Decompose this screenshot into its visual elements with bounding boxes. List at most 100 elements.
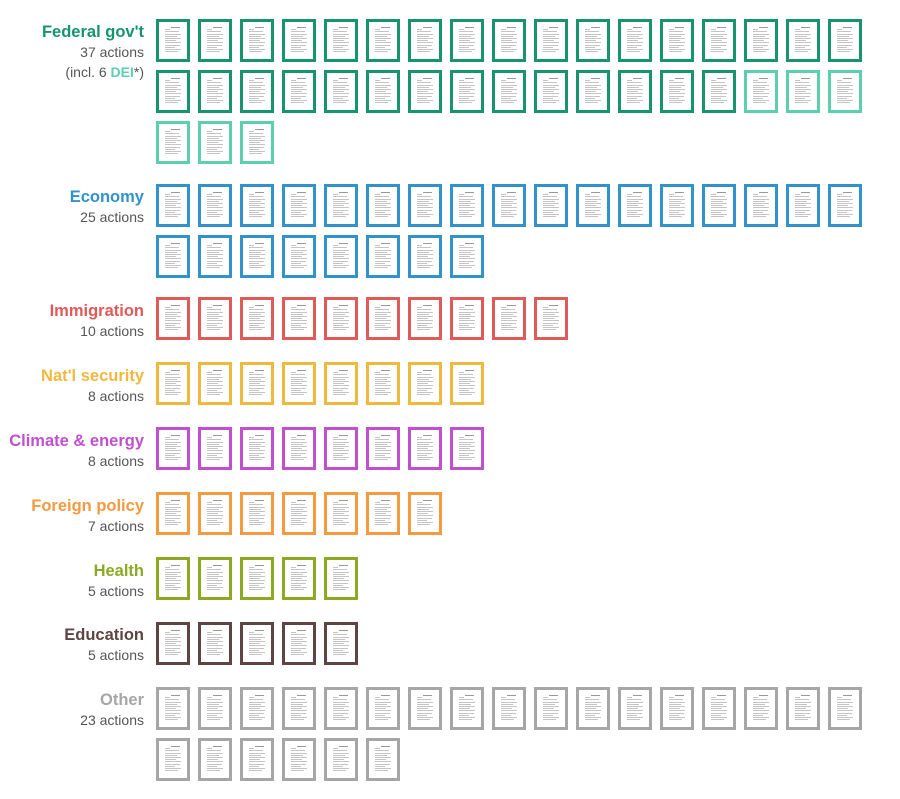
document-icon (828, 184, 862, 227)
document-icon (240, 557, 274, 600)
document-icon (702, 19, 736, 62)
document-icon (240, 492, 274, 535)
document-page-lines (249, 565, 265, 592)
document-icon (198, 557, 232, 600)
document-icon (156, 362, 190, 405)
category-count: 7 actions (87, 518, 144, 534)
document-page-lines (291, 435, 307, 462)
document-page-lines (627, 27, 643, 54)
document-icon (156, 235, 190, 278)
document-page-lines (417, 78, 433, 105)
document-icon (324, 184, 358, 227)
document-icon (450, 362, 484, 405)
document-icon (744, 70, 778, 113)
document-page-lines (753, 27, 769, 54)
document-icon (492, 19, 526, 62)
document-icon (450, 687, 484, 730)
document-page-lines (669, 78, 685, 105)
document-icon (450, 427, 484, 470)
document-page-lines (291, 27, 307, 54)
document-icon (282, 362, 316, 405)
document-icon (660, 184, 694, 227)
document-icon (618, 687, 652, 730)
document-page-lines (375, 243, 391, 270)
category-name: Foreign policy (31, 497, 144, 515)
document-page-lines (291, 630, 307, 657)
document-page-lines (291, 565, 307, 592)
document-page-lines (795, 695, 811, 722)
category-name: Economy (69, 188, 144, 206)
document-page-lines (333, 243, 349, 270)
document-icon (450, 184, 484, 227)
category-count: 23 actions (80, 712, 144, 728)
document-page-lines (291, 746, 307, 773)
note-suffix: *) (133, 64, 144, 80)
document-icon (618, 70, 652, 113)
document-icon (786, 184, 820, 227)
document-icon (240, 687, 274, 730)
document-icon (240, 297, 274, 340)
document-icon (324, 19, 358, 62)
document-icon (786, 70, 820, 113)
document-icon (366, 738, 400, 781)
category-label: Foreign policy 7 actions (31, 496, 144, 536)
document-page-lines (459, 78, 475, 105)
document-icon (240, 70, 274, 113)
document-icon (240, 362, 274, 405)
document-page-lines (165, 78, 181, 105)
document-icon (408, 184, 442, 227)
document-page-lines (585, 27, 601, 54)
document-icon (156, 492, 190, 535)
document-icon (828, 19, 862, 62)
document-icon (198, 622, 232, 665)
document-page-lines (585, 192, 601, 219)
document-icon (324, 492, 358, 535)
document-page-lines (249, 500, 265, 527)
document-icon (324, 235, 358, 278)
document-page-lines (165, 435, 181, 462)
document-icon (282, 622, 316, 665)
document-page-lines (585, 695, 601, 722)
document-icon (324, 70, 358, 113)
document-icon (786, 19, 820, 62)
document-page-lines (165, 192, 181, 219)
document-icon (408, 19, 442, 62)
category-name: Health (93, 562, 144, 580)
document-page-lines (333, 78, 349, 105)
document-icon (534, 687, 568, 730)
document-icon (282, 19, 316, 62)
document-page-lines (249, 746, 265, 773)
document-icon (156, 184, 190, 227)
document-icon (324, 622, 358, 665)
document-page-lines (627, 695, 643, 722)
document-page-lines (207, 746, 223, 773)
document-page-lines (291, 243, 307, 270)
document-page-lines (375, 500, 391, 527)
document-page-lines (753, 192, 769, 219)
document-page-lines (375, 370, 391, 397)
document-page-lines (375, 27, 391, 54)
document-page-lines (501, 27, 517, 54)
document-page-lines (207, 435, 223, 462)
document-icon (408, 362, 442, 405)
document-page-lines (711, 695, 727, 722)
category-count: 10 actions (80, 323, 144, 339)
document-icon (156, 557, 190, 600)
document-icon (702, 687, 736, 730)
document-icon (198, 492, 232, 535)
document-icon (198, 70, 232, 113)
document-page-lines (249, 305, 265, 332)
document-page-lines (837, 695, 853, 722)
document-page-lines (249, 435, 265, 462)
document-page-lines (207, 565, 223, 592)
document-icon (534, 70, 568, 113)
document-page-lines (501, 78, 517, 105)
document-icon (198, 687, 232, 730)
document-page-lines (669, 192, 685, 219)
document-icon (366, 184, 400, 227)
document-icon (324, 362, 358, 405)
document-page-lines (501, 305, 517, 332)
document-page-lines (417, 305, 433, 332)
